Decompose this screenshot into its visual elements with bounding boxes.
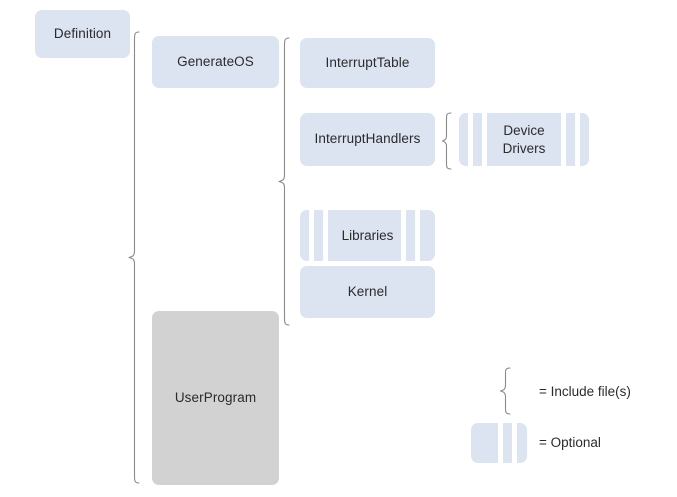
optional-gap [512,423,517,463]
brace-interrupt-handlers [441,112,452,170]
brace-generate-os [278,37,290,326]
legend-optional-swatch [471,423,527,463]
optional-gap [415,210,420,261]
node-definition[interactable]: Definition [35,10,130,58]
node-interrupt-handlers[interactable]: InterruptHandlers [300,113,435,166]
legend-include-files-label: = Include file(s) [539,384,631,399]
node-libraries-optional-group[interactable] [300,210,435,261]
optional-gap [309,210,314,261]
node-device-drivers-label: Device Drivers [502,122,546,156]
node-interrupt-table[interactable]: InterruptTable [300,38,435,88]
optional-gap [468,113,473,166]
node-libraries-label: Libraries [341,227,394,243]
optional-gap [498,423,503,463]
node-device-drivers-optional-group[interactable] [459,113,589,166]
node-kernel[interactable]: Kernel [300,266,435,318]
optional-gap [482,113,487,166]
legend-brace-icon [499,367,511,415]
optional-gap [323,210,328,261]
brace-definition [128,31,140,484]
optional-gap [561,113,566,166]
node-user-program[interactable]: UserProgram [152,311,279,485]
legend-optional-label: = Optional [539,435,601,450]
node-generate-os[interactable]: GenerateOS [152,36,279,88]
optional-gap [401,210,406,261]
optional-gap [575,113,580,166]
